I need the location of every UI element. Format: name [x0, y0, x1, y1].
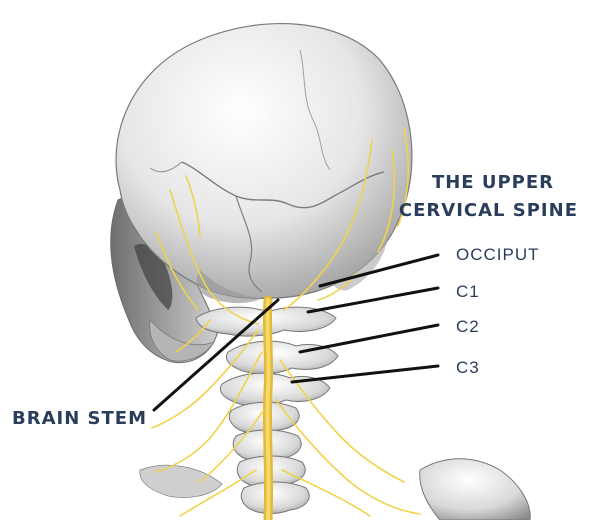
c2-label: C2 — [456, 318, 480, 335]
occiput-label: OCCIPUT — [456, 246, 540, 263]
c3-vertebra — [220, 373, 330, 406]
c2-leader-line — [300, 325, 438, 352]
spinal-cord — [267, 300, 268, 520]
title-line-1: THE UPPER — [432, 174, 554, 192]
c1-leader-line — [308, 288, 438, 312]
c3-label: C3 — [456, 359, 480, 376]
c2-vertebra — [226, 341, 338, 374]
brain-stem-label: BRAIN STEM — [12, 410, 147, 428]
c1-label: C1 — [456, 283, 480, 300]
title-line-2: CERVICAL SPINE — [399, 202, 578, 220]
